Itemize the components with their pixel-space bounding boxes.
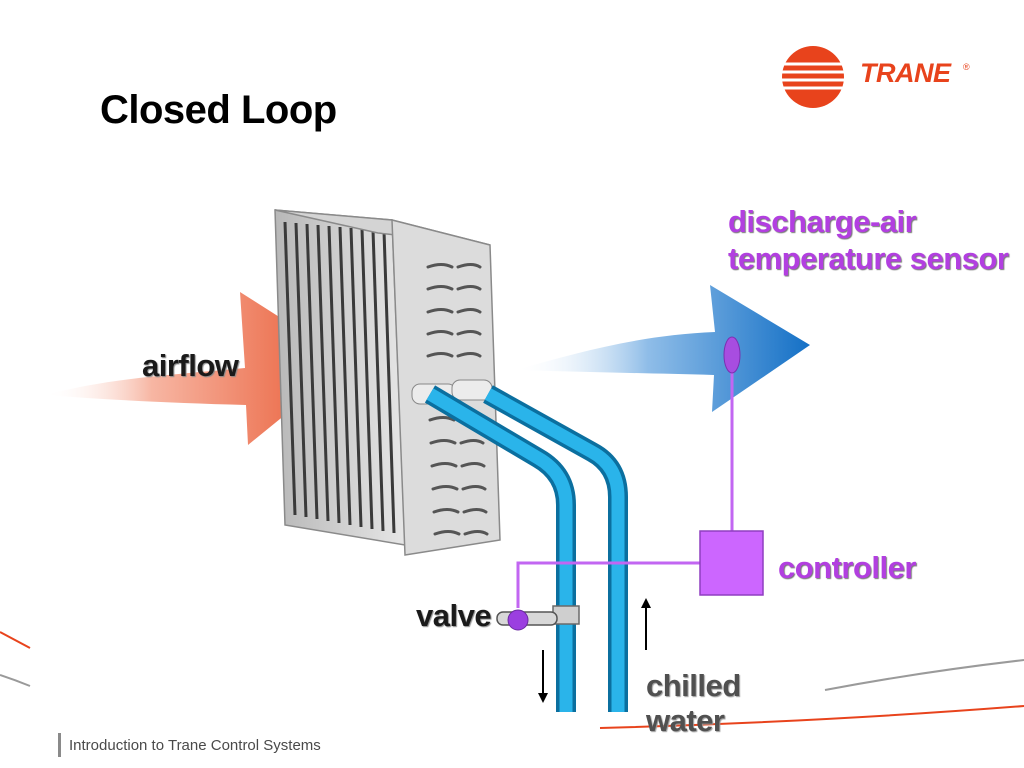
controller-box-icon — [699, 530, 764, 596]
brand-name: TRANE — [860, 58, 951, 88]
footer-divider — [58, 733, 61, 757]
flow-down-arrow-icon — [538, 650, 548, 703]
airflow-in-arrow-icon — [45, 292, 350, 445]
coil-icon — [274, 209, 501, 556]
registered-mark: ® — [963, 62, 970, 72]
sensor-label: discharge-air temperature sensor — [728, 203, 1009, 277]
chilled-water-label: chilled water — [646, 668, 741, 738]
sensor-label-line2: temperature sensor — [728, 241, 1009, 276]
sensor-icon — [723, 336, 741, 374]
decor-swoosh-right — [599, 659, 1024, 729]
control-wiring — [516, 372, 734, 608]
airflow-label: airflow — [142, 348, 239, 383]
chilled-water-pipes — [424, 385, 628, 712]
sensor-label-line1: discharge-air — [728, 204, 917, 239]
flow-up-arrow-icon — [641, 598, 651, 650]
valve-label: valve — [416, 598, 492, 633]
footer-text: Introduction to Trane Control Systems — [69, 737, 321, 754]
airflow-out-arrow-icon — [515, 285, 810, 412]
controller-label: controller — [778, 550, 916, 585]
chilled-water-line1: chilled — [646, 668, 741, 703]
trane-logo-icon — [780, 46, 850, 108]
chilled-water-line2: water — [646, 703, 725, 738]
decor-swoosh-left — [0, 631, 31, 687]
valve-icon — [496, 605, 580, 631]
page-title: Closed Loop — [100, 88, 337, 132]
